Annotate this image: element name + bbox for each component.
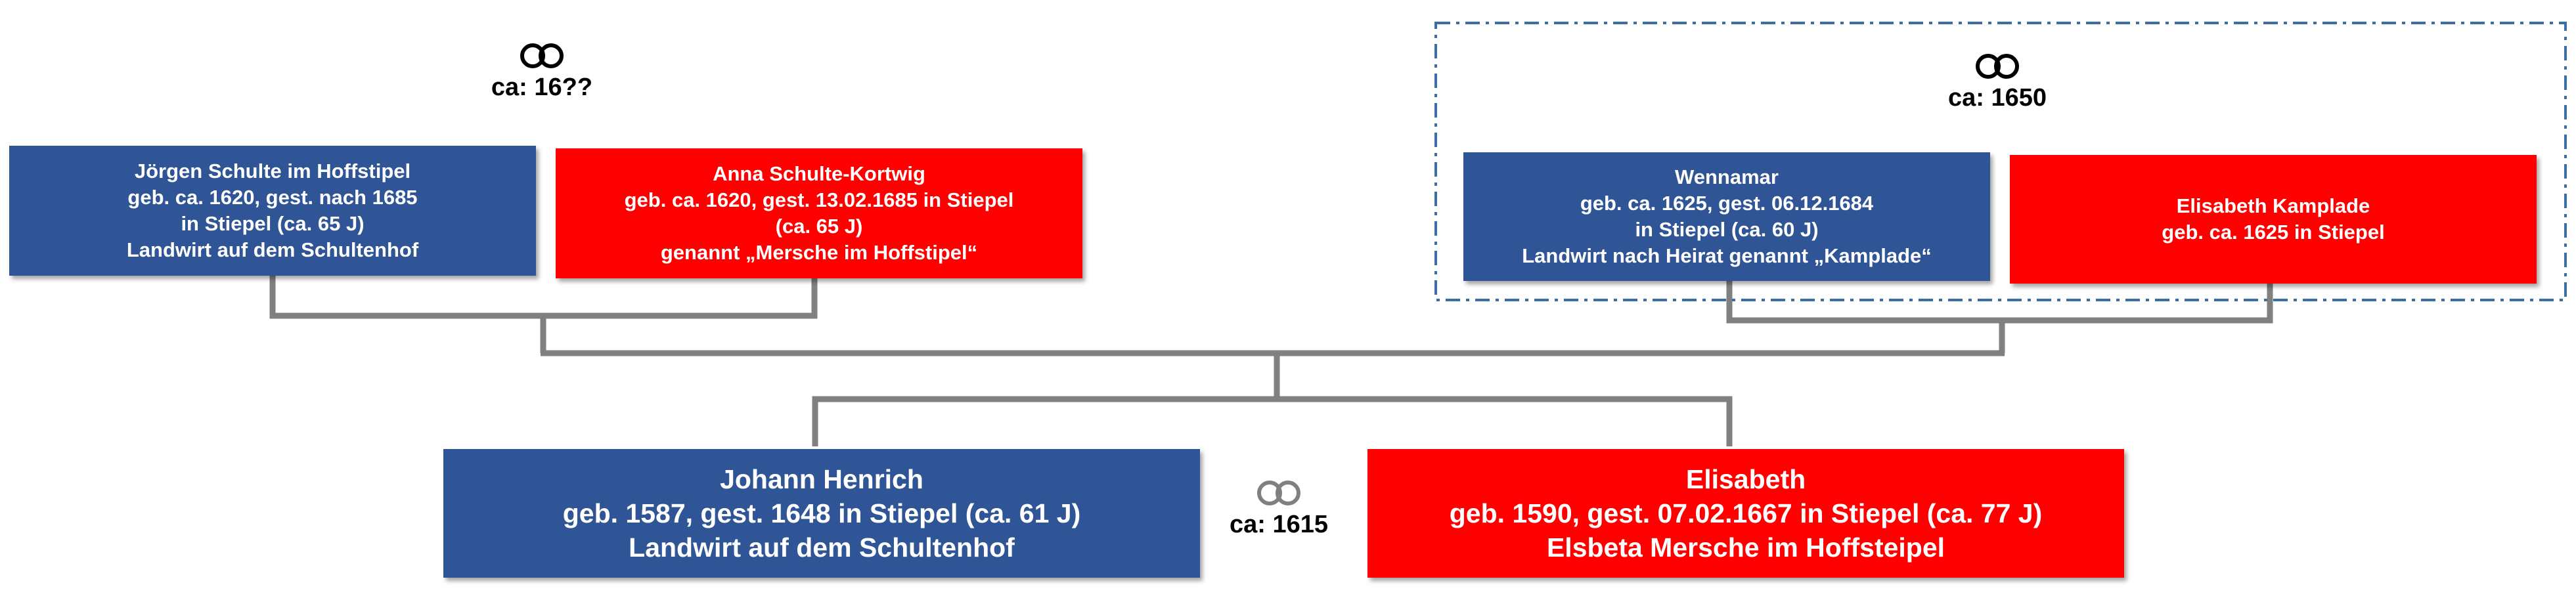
marriage-maternal-grandparents: ca: 1650 [1915, 51, 2079, 112]
person-wennamar: Wennamar geb. ca. 1625, gest. 06.12.1684… [1463, 152, 1990, 281]
person-name: Johann Henrich [720, 464, 923, 494]
person-age: (ca. 65 J) [775, 215, 863, 238]
marriage-paternal-grandparents: ca: 16?? [460, 41, 624, 102]
person-place-age: in Stiepel (ca. 60 J) [1635, 218, 1819, 241]
person-name: Elisabeth Kamplade [2176, 194, 2370, 217]
person-elisabeth-kamplade: Elisabeth Kamplade geb. ca. 1625 in Stie… [2010, 155, 2537, 284]
person-johann-henrich: Johann Henrich geb. 1587, gest. 1648 in … [443, 449, 1200, 578]
person-name: Jörgen Schulte im Hoffstipel [134, 160, 411, 182]
maternal-group-frame [1434, 22, 2567, 301]
connector-paternal-couple [269, 276, 818, 319]
person-birth-death: geb. ca. 1620, gest. 13.02.1685 in Stiep… [624, 188, 1014, 211]
connector-couple [812, 396, 1733, 446]
marriage-date: ca: 1650 [1947, 84, 2047, 112]
person-birth-death: geb. 1590, gest. 07.02.1667 in Stiepel (… [1449, 498, 2043, 528]
person-place-age: in Stiepel (ca. 65 J) [181, 212, 365, 235]
marriage-rings-icon [1976, 54, 2019, 79]
person-nickname: genannt „Mersche im Hoffstipel“ [660, 241, 978, 264]
person-elisabeth: Elisabeth geb. 1590, gest. 07.02.1667 in… [1367, 449, 2124, 578]
person-occupation: Landwirt auf dem Schultenhof [126, 238, 419, 261]
person-name: Wennamar [1675, 165, 1779, 188]
marriage-date: ca: 1615 [1229, 511, 1328, 538]
person-occupation: Landwirt auf dem Schultenhof [629, 532, 1015, 563]
marriage-main-couple: ca: 1615 [1197, 478, 1361, 539]
marriage-date: ca: 16?? [491, 74, 593, 101]
person-name: Elisabeth [1685, 464, 1806, 494]
person-nickname: Elsbeta Mersche im Hoffsteipel [1546, 532, 1945, 563]
person-birth-place: geb. ca. 1625 in Stiepel [2162, 221, 2385, 244]
person-occupation: Landwirt nach Heirat genannt „Kamplade“ [1522, 244, 1932, 267]
person-birth-death: geb. 1587, gest. 1648 in Stiepel (ca. 61… [562, 498, 1081, 528]
marriage-rings-icon [520, 43, 564, 68]
marriage-rings-icon [1257, 481, 1300, 505]
person-anna-schulte-kortwig: Anna Schulte-Kortwig geb. ca. 1620, gest… [556, 148, 1082, 278]
person-name: Anna Schulte-Kortwig [713, 162, 925, 185]
person-joergen-schulte: Jörgen Schulte im Hoffstipel geb. ca. 16… [9, 146, 536, 276]
person-birth-death: geb. ca. 1620, gest. nach 1685 [127, 186, 418, 209]
person-birth-death: geb. ca. 1625, gest. 06.12.1684 [1580, 192, 1874, 215]
